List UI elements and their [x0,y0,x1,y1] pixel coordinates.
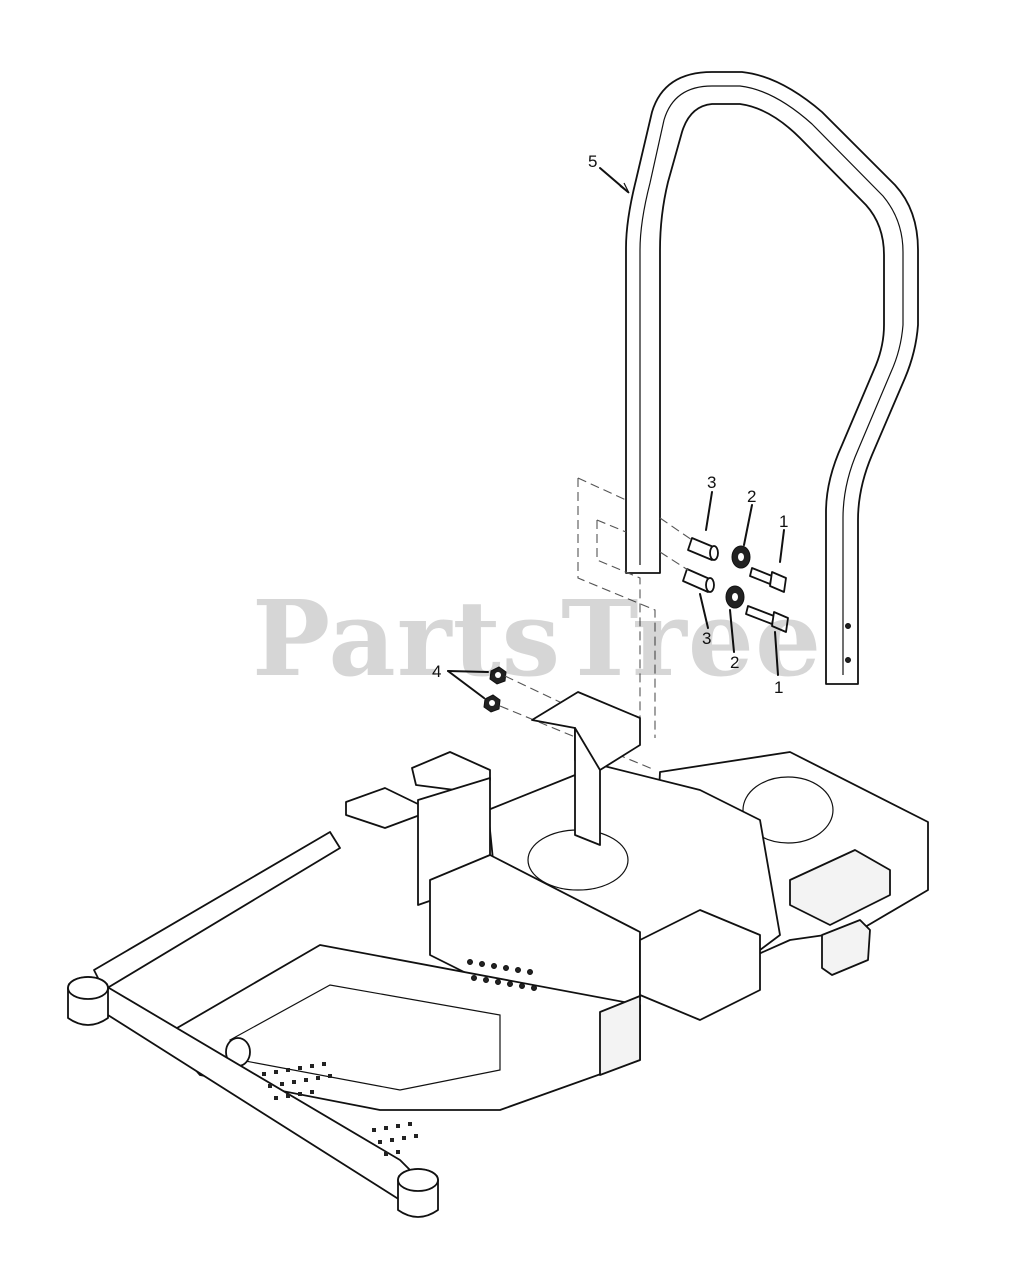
bolt-lower[interactable] [745,605,789,633]
callout-4: 4 [432,662,441,681]
spacer-lower[interactable] [682,568,715,593]
nut-lower[interactable] [483,694,501,713]
nut-upper[interactable] [489,666,507,685]
washer-upper[interactable] [731,545,751,569]
caster-cup-left [67,976,109,1026]
callout-3-upper: 3 [707,473,716,492]
callout-2-lower: 2 [730,653,739,672]
callout-1-lower: 1 [774,678,783,697]
callout-5: 5 [588,152,597,171]
hole-pattern [467,959,537,991]
caster-cup-right [397,1168,439,1218]
spacer-upper[interactable] [687,537,719,561]
watermark-logo: PartsTree [252,577,822,700]
callout-2-upper: 2 [747,487,756,506]
leader-lines [447,167,785,699]
mower-frame [67,691,929,1218]
washer-lower[interactable] [725,585,745,609]
callout-1-upper: 1 [779,512,788,531]
tread-pattern-right [372,1122,418,1156]
callout-3-lower: 3 [702,629,711,648]
tread-pattern-left [262,1062,332,1100]
bolt-upper[interactable] [749,567,787,593]
roll-bar[interactable] [625,71,919,685]
